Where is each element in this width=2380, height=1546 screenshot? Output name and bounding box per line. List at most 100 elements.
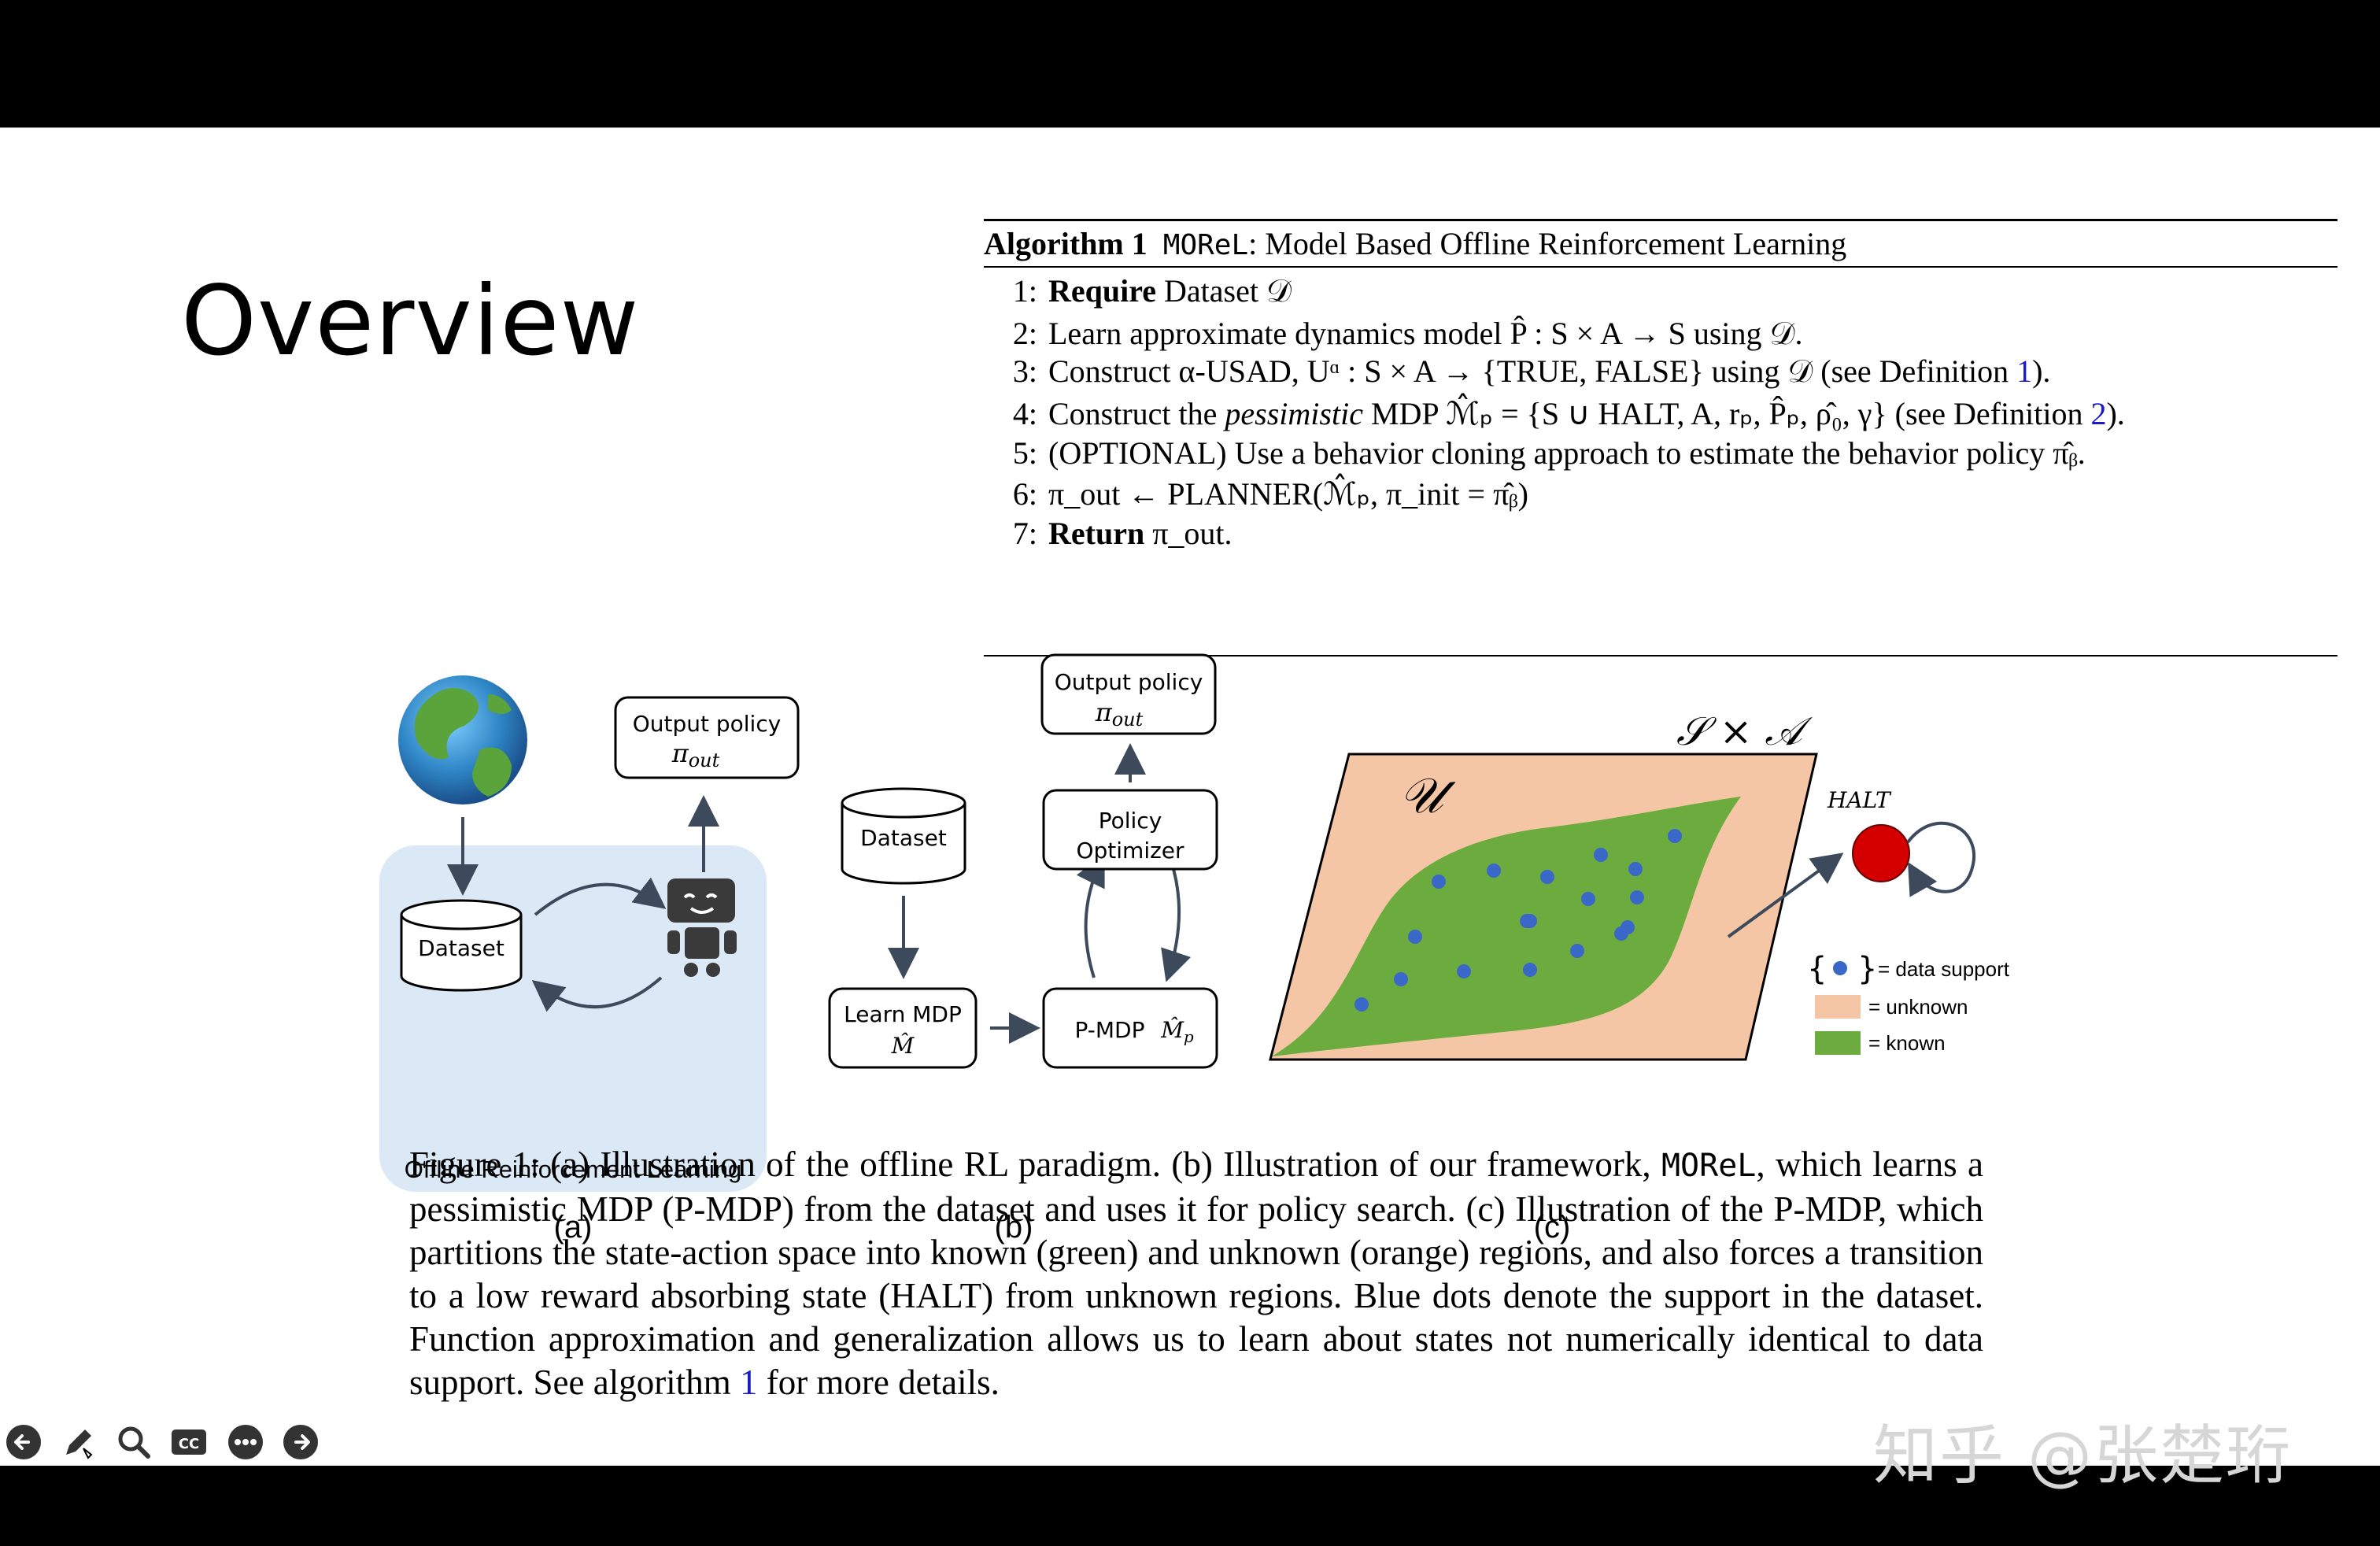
- line-number: 7:: [1012, 516, 1037, 551]
- policy-label: Policy: [1099, 808, 1162, 834]
- line-tail: ).: [2032, 353, 2051, 389]
- panel-c: 𝒰 𝒮 × 𝒜 HALT { } = data support = unknow…: [1269, 708, 2010, 1245]
- search-icon[interactable]: [115, 1423, 153, 1461]
- line-number: 3:: [1012, 353, 1037, 389]
- algo-line-2: 2: Learn approximate dynamics model P̂ : …: [995, 315, 1803, 352]
- arrow-loop-top: [534, 877, 667, 916]
- space-label: 𝒮 × 𝒜: [1676, 708, 1813, 754]
- line-text-pre: Construct the: [1048, 396, 1225, 431]
- line-text: MDP ℳ̂ₚ = {S ∪ HALT, A, rₚ, P̂ₚ, ρ̂₀, γ}…: [1362, 396, 2091, 431]
- pi-out-b: πout: [1095, 697, 1144, 730]
- legend-known: = known: [1868, 1031, 1946, 1055]
- algorithm-link[interactable]: 1: [739, 1363, 758, 1402]
- figure-caption: Figure 1: (a) Illustration of the offlin…: [409, 1143, 1983, 1404]
- learn-mdp-label: Learn MDP: [844, 1001, 962, 1027]
- forward-arrow-icon[interactable]: [282, 1423, 320, 1461]
- line-number: 6:: [1012, 476, 1037, 512]
- algo-line-3: 3: Construct α-USAD, Uᵅ : S × A → {TRUE, …: [995, 353, 2051, 390]
- slide-canvas: Overview Algorithm 1 MOReL: Model Based …: [0, 128, 2380, 1493]
- pi-out-a: πout: [671, 738, 720, 771]
- algo-line-4: 4: Construct the pessimistic MDP ℳ̂ₚ = {S…: [995, 395, 2125, 432]
- panel-a-label: (a): [554, 1210, 593, 1245]
- slide-title: Overview: [181, 265, 640, 377]
- output-policy-box-a: [614, 696, 800, 779]
- line-text: π_out.: [1144, 516, 1232, 551]
- panel-b: Dataset Learn MDP M̂ P-MDP M̂p Policy Op…: [828, 653, 1218, 1245]
- legend-brace-open: {: [1807, 951, 1827, 987]
- legend-brace-close: }: [1857, 951, 1877, 987]
- line-text: Construct α-USAD, Uᵅ : S × A → {TRUE, FA…: [1048, 353, 2017, 389]
- keyword: Require: [1048, 273, 1157, 309]
- line-text: Learn approximate dynamics model P̂ : S …: [1048, 316, 1803, 351]
- pen-icon[interactable]: [60, 1423, 98, 1461]
- legend-data-support: = data support: [1878, 957, 2010, 981]
- cc-icon[interactable]: CC: [170, 1423, 208, 1461]
- figure-1: Dataset Output policy πout Offline Reinf…: [379, 653, 2010, 1245]
- output-policy-label-a: Output policy: [633, 711, 782, 737]
- line-tail: ).: [2106, 396, 2125, 431]
- dataset-label-b: Dataset: [860, 825, 947, 851]
- learn-mdp-box: [828, 987, 978, 1069]
- caption-morel: MOReL: [1661, 1148, 1757, 1184]
- policy-optimizer-box: [1042, 789, 1218, 871]
- panel-c-label: (c): [1534, 1210, 1571, 1245]
- arrow-optimizer-pmdp: [1161, 860, 1192, 982]
- line-number: 4:: [1012, 396, 1037, 431]
- legend-known-swatch: [1815, 1031, 1861, 1055]
- line-text: (OPTIONAL) Use a behavior cloning approa…: [1048, 435, 2086, 471]
- halt-label: HALT: [1827, 787, 1892, 813]
- panel-a: Dataset Output policy πout Offline Reinf…: [379, 675, 800, 1245]
- pmdp-label: P-MDP: [1075, 1017, 1145, 1043]
- legend-unknown-swatch: [1815, 995, 1861, 1019]
- halt-state: [1852, 824, 1910, 882]
- offline-rl-label: Offline Reinforcement Learning: [405, 1156, 742, 1183]
- arrow-loop-bottom: [531, 976, 663, 1012]
- more-icon[interactable]: [227, 1423, 264, 1461]
- algo-rule-mid: [984, 266, 2338, 268]
- line-text: π_out ← PLANNER(ℳ̂ₚ, π_init = π̂ᵦ): [1048, 476, 1528, 512]
- legend-dot: [1833, 961, 1847, 975]
- line-number: 5:: [1012, 435, 1037, 471]
- dataset-cylinder-b: [841, 787, 966, 885]
- known-region: [1272, 797, 1741, 1056]
- algo-line-5: 5: (OPTIONAL) Use a behavior cloning appr…: [995, 435, 2086, 472]
- dataset-cylinder-a: [400, 899, 523, 992]
- halt-self-loop: [1906, 821, 1975, 897]
- watermark: 知乎 @张楚珩: [1873, 1418, 2293, 1493]
- algo-line-6: 6: π_out ← PLANNER(ℳ̂ₚ, π_init = π̂ᵦ): [995, 475, 1528, 512]
- m-hat: M̂: [891, 1033, 915, 1059]
- back-arrow-icon[interactable]: [5, 1423, 42, 1461]
- algo-heading: Algorithm 1 MOReL: Model Based Offline R…: [984, 225, 1846, 262]
- algo-rule-top: [984, 219, 2338, 221]
- definition-link[interactable]: 2: [2090, 396, 2107, 431]
- line-text: Dataset 𝒟: [1156, 273, 1292, 309]
- algo-line-7: 7: Return π_out.: [995, 515, 1232, 552]
- algo-line-1: 1: Require Dataset 𝒟: [995, 272, 1292, 309]
- legend-unknown: = unknown: [1868, 995, 1968, 1019]
- output-policy-label-b: Output policy: [1055, 669, 1203, 695]
- keyword: Return: [1048, 516, 1145, 551]
- panel-b-label: (b): [995, 1210, 1033, 1245]
- data-support-dots: [1354, 829, 1682, 1012]
- algo-label: Algorithm 1: [984, 226, 1148, 261]
- caption-part-2: , which learns a pessimistic MDP (P-MDP)…: [409, 1145, 1983, 1402]
- dataset-label-a: Dataset: [418, 935, 504, 961]
- robot-icon: [667, 878, 737, 977]
- output-policy-box-b: [1040, 653, 1217, 735]
- arrow-pmdp-optimizer: [1076, 853, 1105, 978]
- algo-heading-rest: : Model Based Offline Reinforcement Lear…: [1248, 226, 1847, 261]
- svg-text:CC: CC: [179, 1436, 199, 1452]
- definition-link[interactable]: 1: [2016, 353, 2033, 389]
- line-number: 1:: [1012, 273, 1037, 309]
- algo-name: MOReL: [1162, 229, 1249, 261]
- caption-part-3: for more details.: [757, 1363, 1000, 1402]
- line-number: 2:: [1012, 316, 1037, 351]
- caption-part-1: Figure 1: (a) Illustration of the offlin…: [409, 1145, 1661, 1184]
- algo-rule-bottom: [984, 655, 2338, 656]
- arrow-to-halt: [1727, 853, 1844, 938]
- m-hat-p: M̂p: [1160, 1017, 1194, 1046]
- optimizer-label: Optimizer: [1076, 838, 1184, 864]
- pmdp-box: [1042, 987, 1218, 1069]
- italic-word: pessimistic: [1225, 396, 1363, 431]
- globe-icon: [398, 675, 527, 804]
